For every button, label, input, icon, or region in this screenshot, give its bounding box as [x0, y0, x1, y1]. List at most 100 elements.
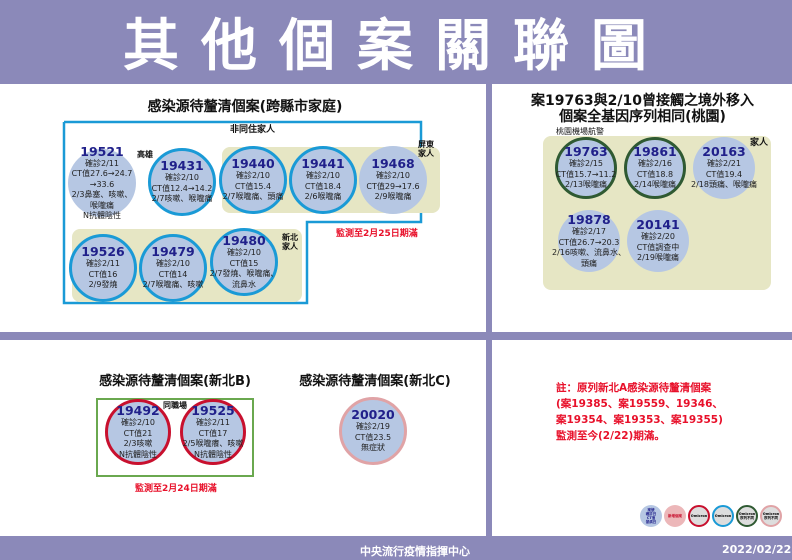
group-label: 非同住家人: [230, 125, 276, 135]
case-detail: 無症狀: [361, 443, 385, 453]
case-detail: N抗體陰性: [83, 211, 121, 220]
case-detail: CT值29→17.6: [366, 181, 420, 191]
case-detail: CT值16: [88, 269, 118, 279]
case-id: 19861: [633, 144, 677, 160]
case-detail: 2/7發燒、喉嚨痛、: [209, 269, 279, 278]
case-detail: 頭痛: [581, 258, 597, 268]
workplace-box: [96, 398, 254, 477]
note-line: (案19385、案19559、19346、: [556, 398, 723, 410]
case-detail: 確診2/10: [376, 171, 410, 181]
panel-a-title: 感染源待釐清個案(跨縣市家庭): [147, 99, 343, 115]
legend-omicron-blue: Omicron: [712, 505, 734, 527]
panel-c-title: 感染源待釐清個案(新北B): [99, 374, 251, 389]
case-detail: 2/5喉嚨癢、咳嗽: [182, 439, 244, 448]
kaohsiung-label: 高雄: [137, 150, 153, 159]
case-detail: CT值21: [123, 428, 153, 438]
case-detail: 2/7咳嗽、喉嚨痛: [151, 194, 213, 204]
note-line: 註：原列新北A感染源待釐清個案: [556, 382, 712, 394]
case-id: 19525: [191, 403, 235, 418]
case-detail: →33.6: [89, 179, 115, 189]
monitor-note-a: 監測至2月25日期滿: [336, 229, 418, 239]
case-detail: CT值23.5: [354, 432, 392, 442]
case-detail: 2/7喉嚨痛、頭痛: [222, 192, 284, 202]
case-detail: CT值27.6→24.7: [71, 169, 133, 178]
case-detail: 確診2/11: [86, 259, 120, 269]
case-detail: 喉嚨痛: [90, 200, 114, 210]
case-detail: 2/14喉嚨痛: [634, 180, 676, 190]
legend-omicron-green: Omicron 序列不同: [736, 505, 758, 527]
note: 註：原列新北A感染源待釐清個案 (案19385、案19559、19346、 案1…: [556, 380, 723, 444]
case-detail: 2/19喉嚨痛: [637, 253, 679, 263]
case-detail: CT值15.7→11.2: [555, 169, 617, 179]
case-detail: CT值19.4: [705, 169, 743, 179]
case-detail: 2/6喉嚨痛: [304, 192, 342, 202]
page-title: 其他個案關聯圖: [123, 13, 669, 79]
footer-org: 中央流行疫情指揮中心: [360, 545, 470, 558]
case-detail: CT值15.4: [234, 181, 272, 191]
legend-new-case: 新增個案: [664, 505, 686, 527]
case-id: 19480: [222, 233, 266, 248]
case-detail: 確診2/10: [227, 248, 261, 257]
pingtung-label: 屏東 家人: [418, 140, 434, 158]
case-id: 20020: [351, 407, 395, 423]
case-detail: 確診2/20: [641, 232, 675, 242]
case-id: 19440: [231, 156, 275, 172]
monitor-note-c: 監測至2月24日期滿: [135, 484, 217, 494]
case-id: 19468: [371, 156, 415, 172]
case-detail: CT值17: [198, 428, 228, 438]
airport-label: 桃園機場航警: [556, 127, 604, 136]
case-detail: 2/7喉嚨痛、咳嗽: [142, 280, 204, 290]
case-id: 19763: [564, 144, 608, 160]
case-detail: 確診2/16: [638, 159, 672, 169]
note-line: 案19354、案19353、案19355): [556, 414, 723, 426]
case-detail: CT值12.4→14.2: [151, 183, 213, 193]
case-detail: 2/18頭痛、喉嚨痛: [691, 180, 757, 190]
case-detail: 確診2/11: [85, 158, 119, 168]
case-detail: 確診2/10: [156, 259, 190, 269]
workplace-label: 同職場: [163, 401, 187, 410]
case-id: 19521: [80, 143, 124, 159]
case-detail: 2/13喉嚨痛: [565, 180, 607, 190]
panel-note: [492, 340, 792, 536]
panel-d-title: 感染源待釐清個案(新北C): [299, 374, 451, 389]
case-id: 19479: [151, 244, 195, 260]
case-detail: CT值18.4: [304, 181, 342, 191]
case-detail: 2/9發燒: [88, 280, 118, 290]
case-detail: 確診2/10: [121, 418, 155, 427]
case-detail: 確診2/10: [165, 173, 199, 183]
case-detail: 確診2/17: [572, 227, 606, 236]
panel-b-title-2: 個案全基因序列相同(桃園): [559, 109, 726, 125]
case-detail: 2/3鼻塞、咳嗽、: [71, 190, 133, 199]
case-detail: CT值15: [229, 258, 259, 268]
case-id: 20141: [636, 217, 680, 233]
case-id: 19878: [567, 212, 611, 227]
case-id: 20163: [702, 144, 746, 160]
case-detail: 2/3咳嗽: [123, 439, 153, 448]
case-detail: CT值26.7→20.3: [558, 237, 620, 247]
case-id: 19492: [116, 403, 160, 418]
case-detail: CT值14: [158, 269, 188, 279]
case-detail: CT值18.8: [636, 169, 674, 179]
case-detail: N抗體陰性: [194, 449, 232, 459]
case-detail: 確診2/21: [707, 159, 741, 169]
case-detail: 確診2/19: [356, 422, 390, 432]
case-detail: 確診2/10: [306, 171, 340, 181]
panel-b-title-1: 案19763與2/10曾接觸之境外移入: [530, 93, 755, 109]
case-detail: 確診2/11: [196, 418, 230, 427]
case-detail: 2/9喉嚨痛: [374, 192, 412, 202]
case-detail: N抗體陰性: [119, 449, 157, 459]
